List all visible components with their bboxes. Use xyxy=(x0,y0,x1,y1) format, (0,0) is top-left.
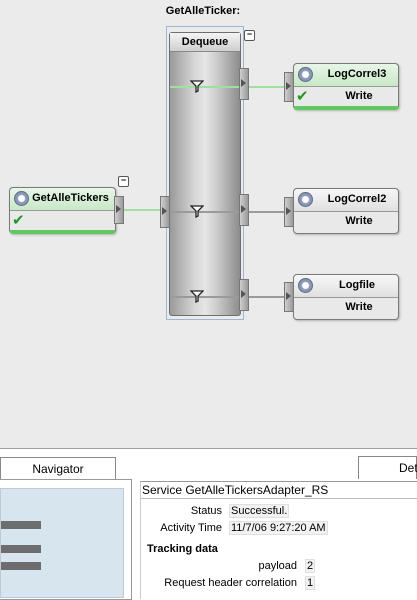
filter-icon[interactable] xyxy=(190,205,204,218)
router-label: Dequeue xyxy=(170,33,240,52)
source-output-port[interactable] xyxy=(114,196,124,224)
port-arrow-icon xyxy=(286,292,291,300)
orchestration-canvas[interactable]: GetAlleTicker: Dequeue − GetAlleTickers … xyxy=(0,0,417,448)
lane-selection-border xyxy=(166,26,244,320)
router-port-1[interactable] xyxy=(239,68,249,100)
gear-icon xyxy=(298,278,313,293)
target-node-name: LogCorrel2 xyxy=(327,193,387,205)
port-arrow-icon xyxy=(286,82,291,90)
tab-navigator[interactable]: Navigator xyxy=(0,457,116,480)
navigator-panel[interactable] xyxy=(0,479,132,600)
link-router-logcorrel2 xyxy=(170,211,288,213)
tab-details[interactable]: Det xyxy=(358,456,417,479)
link-source-router xyxy=(118,209,170,211)
router-port-2[interactable] xyxy=(239,194,249,226)
router-input-port[interactable] xyxy=(160,196,170,228)
filter-icon[interactable] xyxy=(190,80,204,93)
filter-icon[interactable] xyxy=(190,290,204,303)
tracking-label: Request header correlation xyxy=(164,577,297,589)
router-port-3[interactable] xyxy=(239,279,249,311)
check-icon: ✔ xyxy=(296,88,309,105)
port-arrow-icon xyxy=(241,290,246,298)
navigator-node-bar xyxy=(1,545,41,553)
tracking-value: 1 xyxy=(305,576,316,590)
tracking-data-title: Tracking data xyxy=(147,543,218,555)
canvas-divider xyxy=(0,448,417,449)
target-operation: Write xyxy=(345,90,373,102)
collapse-icon[interactable]: − xyxy=(118,176,129,187)
target-node-logcorrel2[interactable]: LogCorrel2 Write xyxy=(293,188,399,234)
target-operation: Write xyxy=(345,215,373,227)
source-node[interactable]: GetAlleTickers ✔ xyxy=(9,187,116,234)
port-arrow-icon xyxy=(162,207,167,215)
activity-time-label: Activity Time xyxy=(160,522,222,534)
target-node-logfile[interactable]: Logfile Write xyxy=(293,274,399,320)
tracking-value: 2 xyxy=(305,559,316,573)
navigator-node-bar xyxy=(1,521,41,529)
navigator-node-bar xyxy=(1,562,41,570)
link-router-logfile xyxy=(170,296,288,298)
gear-icon xyxy=(298,67,313,82)
check-icon: ✔ xyxy=(12,212,25,229)
gear-icon xyxy=(14,191,29,206)
port-arrow-icon xyxy=(116,205,121,213)
port-arrow-icon xyxy=(241,79,246,87)
status-label: Status xyxy=(190,505,222,517)
lane-title: GetAlleTicker: xyxy=(165,5,241,17)
navigator-viewport[interactable] xyxy=(0,488,124,598)
port-arrow-icon xyxy=(286,207,291,215)
service-title: Service GetAlleTickersAdapter_RS xyxy=(142,483,329,497)
link-router-logcorrel3 xyxy=(170,86,288,88)
details-panel: Service GetAlleTickersAdapter_RS Status … xyxy=(140,481,417,599)
status-value: Successful. xyxy=(229,504,290,518)
target-node-name: Logfile xyxy=(338,279,376,291)
dequeue-router[interactable]: Dequeue xyxy=(169,32,241,316)
collapse-icon[interactable]: − xyxy=(244,30,255,41)
activity-time-value: 11/7/06 9:27:20 AM xyxy=(229,521,328,535)
target-node-logcorrel3[interactable]: LogCorrel3 ✔ Write xyxy=(293,63,399,110)
port-arrow-icon xyxy=(241,205,246,213)
tracking-label: payload xyxy=(258,560,297,572)
source-node-name: GetAlleTickers xyxy=(32,192,109,204)
details-separator xyxy=(141,498,417,499)
target-node-name: LogCorrel3 xyxy=(327,68,387,80)
target-operation: Write xyxy=(345,301,373,313)
gear-icon xyxy=(298,192,313,207)
